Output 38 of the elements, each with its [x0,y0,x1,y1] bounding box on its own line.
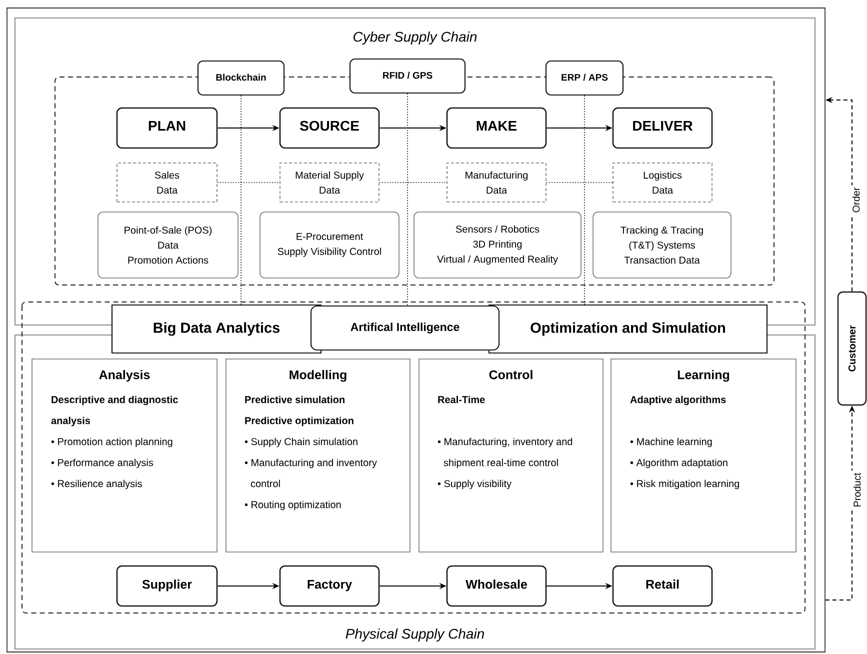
data-box: Manufacturing Data [446,162,546,202]
data-box: Material Supply Data [280,162,380,202]
connector [240,95,242,305]
customer-box: Customer [837,291,867,406]
outer-frame [6,8,826,652]
data-box: Logistics Data [612,162,712,202]
connector [217,182,280,183]
panel-title: Cyber Supply Chain [354,31,477,45]
connector [407,93,408,306]
process-box: DELIVER [612,107,713,149]
edge-label: Product [851,470,863,510]
technology-box: ERP / APS [545,60,624,96]
technology-box: E-Procurement Supply Visibility Control [260,212,400,278]
panel-title: Physical Supply Chain [346,628,484,642]
band-box: Optimization and Simulation [488,304,768,354]
connector [379,182,447,183]
technology-box: Point-of-Sale (POS) Data Promotion Actions [98,212,238,278]
data-box: Sales Data [116,162,218,202]
technology-box: Sensors / Robotics 3D Printing Virtual / Augmented Reality [414,212,582,278]
technology-box: Tracking & Tracing (T&T) Systems Transaction Data [592,212,732,278]
connector [584,95,585,305]
method-card: Control Real-Time • Manufacturing, inventory and shipment real-time control • Supply visibility [418,358,604,552]
chain-box: Retail [612,565,713,607]
process-box: PLAN [116,107,218,149]
method-card: Modelling Predictive simulation Predictive optimization • Supply Chain simulation • Manufacturing and inventory control • Routing optimization [226,358,410,552]
technology-box: RFID / GPS [349,58,466,94]
technology-box: Blockchain [197,60,285,96]
band-box: Artifical Intelligence [310,305,500,351]
connector [546,182,613,183]
process-box: SOURCE [279,107,380,149]
band-box: Big Data Analytics [111,304,322,354]
process-box: MAKE [446,107,547,149]
chain-box: Supplier [116,565,218,607]
method-card: Learning Adaptive algorithms • Machine learning • Algorithm adaptation • Risk mitigation learning [610,358,796,552]
chain-box: Factory [279,565,380,607]
chain-box: Wholesale [446,565,547,607]
method-card: Analysis Descriptive and diagnostic analysis • Promotion action planning • Performance analysis • Resilience analysis [32,358,218,552]
edge-label: Order [850,185,862,215]
